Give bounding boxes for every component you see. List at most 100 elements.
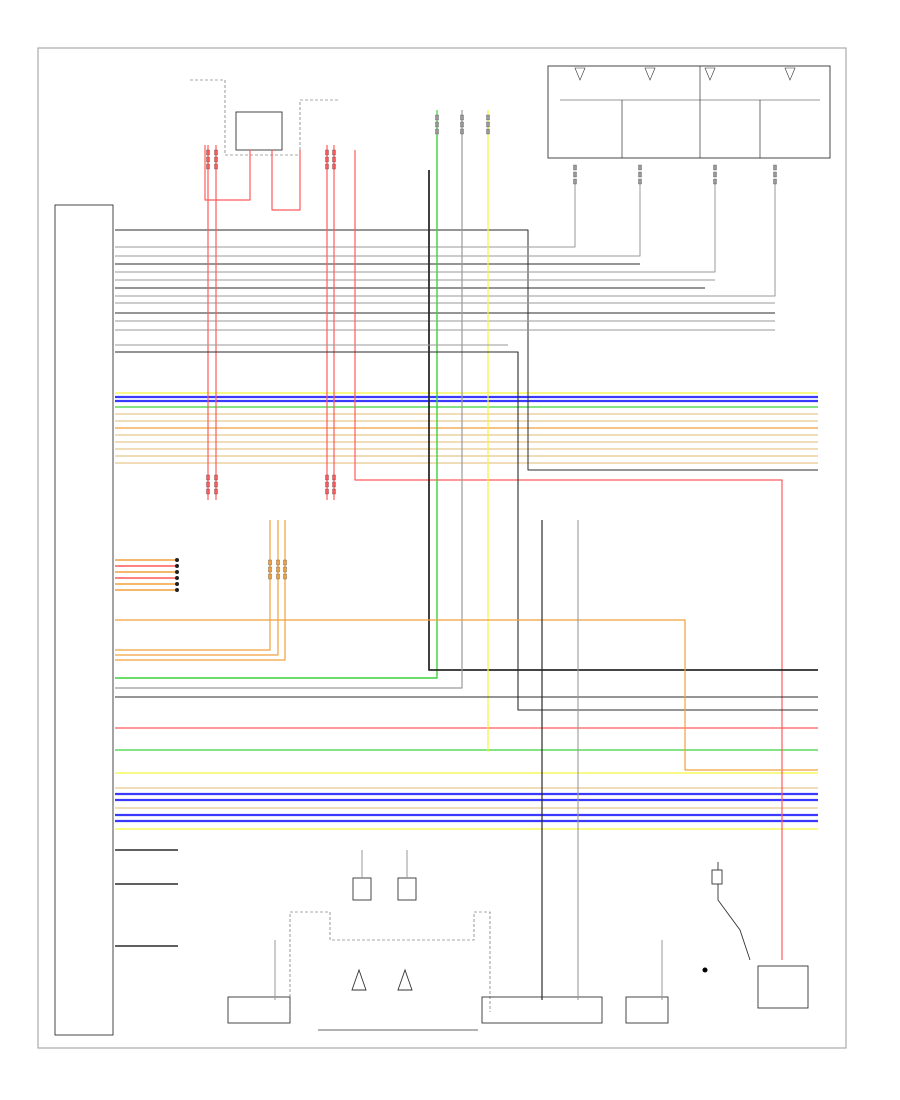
top-left-dashed-outline: [190, 79, 340, 156]
connector-pin: [214, 163, 218, 170]
connector-pin: [773, 164, 777, 171]
switch-link-wire: [717, 862, 751, 961]
connector-pin: [325, 488, 329, 495]
connector-pin: [773, 178, 777, 185]
connector-pin: [268, 559, 272, 566]
connector-pin: [460, 114, 464, 121]
plug-end-0: [175, 558, 179, 562]
connector-pin: [206, 163, 210, 170]
mirror-warning-triangle-b: [397, 968, 413, 991]
connector-pin: [283, 566, 287, 573]
connector-pin: [214, 474, 218, 481]
connector-pin: [573, 164, 577, 171]
diagram-frame: [37, 47, 847, 1049]
connector-pin: [283, 573, 287, 580]
connector-pin: [276, 566, 280, 573]
mirror-motor-a: [352, 877, 372, 901]
connector-pin: [435, 114, 439, 121]
connector-pin: [206, 474, 210, 481]
center-mirror-dashed-box: [289, 911, 491, 1012]
connector-pin: [283, 559, 287, 566]
wire-red-38: [204, 145, 251, 201]
memory-seat-module: [625, 996, 669, 1024]
connector-pin: [214, 481, 218, 488]
connector-pin: [486, 128, 490, 135]
connector-pin: [332, 488, 336, 495]
connector-pin: [486, 114, 490, 121]
memory-key-dot: [702, 967, 708, 973]
connector-pin: [460, 121, 464, 128]
wire-gray-29: [115, 180, 776, 297]
wire-red-40: [354, 150, 783, 960]
connector-pin: [276, 559, 280, 566]
connector-pin: [214, 488, 218, 495]
top-right-switch-panel: [547, 65, 831, 159]
connector-pin: [638, 171, 642, 178]
connector-pin: [486, 121, 490, 128]
connector-pin: [638, 164, 642, 171]
switch-key-box: [711, 869, 723, 885]
connector-pin: [332, 481, 336, 488]
connector-pin: [206, 156, 210, 163]
position-switch: [757, 965, 809, 1009]
wire-layer: [115, 135, 818, 1000]
connector-pin: [638, 178, 642, 185]
switch-panel-triangles: [574, 67, 796, 81]
mirror-motor-b: [397, 877, 417, 901]
connector-pin: [214, 149, 218, 156]
wire-orange-51: [115, 520, 286, 661]
left-mirror-module: [481, 996, 603, 1024]
connector-pin: [276, 573, 280, 580]
connector-pin: [214, 156, 218, 163]
connector-pin: [713, 171, 717, 178]
connector-pin: [268, 566, 272, 573]
mirror-warning-triangle-a: [351, 968, 367, 991]
connector-pin: [713, 178, 717, 185]
connector-pin: [332, 149, 336, 156]
wire-dark-22: [115, 229, 818, 471]
plug-end-3: [175, 576, 179, 580]
plug-end-2: [175, 570, 179, 574]
connector-pin: [268, 573, 272, 580]
connector-pin: [435, 121, 439, 128]
connector-pin: [435, 128, 439, 135]
top-relay-box: [235, 111, 283, 151]
wire-gray-26: [115, 180, 716, 273]
top-components: [190, 65, 831, 159]
connector-pin: [773, 171, 777, 178]
connector-pin: [713, 164, 717, 171]
switch-panel-dividers: [560, 66, 820, 158]
connector-pin: [325, 474, 329, 481]
connector-pin: [206, 149, 210, 156]
connector-pin: [206, 481, 210, 488]
wire-green-41: [115, 135, 438, 679]
connector-pin: [325, 156, 329, 163]
connector-pin: [206, 488, 210, 495]
plug-end-4: [175, 582, 179, 586]
connector-pin: [332, 474, 336, 481]
connector-pin: [573, 178, 577, 185]
wire-dark-45: [115, 351, 818, 711]
connector-pin: [325, 163, 329, 170]
wire-dark-42: [428, 170, 818, 671]
wire-gray-23: [115, 180, 576, 248]
wire-orange-50: [115, 520, 279, 656]
bottom-components: [227, 862, 809, 1031]
wire-gray-43: [115, 135, 463, 689]
wire-red-39: [271, 150, 301, 211]
plug-end-1: [175, 564, 179, 568]
right-mirror-module: [227, 996, 291, 1024]
plug-end-5: [175, 588, 179, 592]
connector-pin: [460, 128, 464, 135]
pin-layer: [175, 114, 777, 592]
wire-orange-49: [115, 520, 271, 651]
connector-pin: [332, 163, 336, 170]
connector-pin: [332, 156, 336, 163]
main-control-module: [54, 204, 114, 1036]
connector-pin: [325, 481, 329, 488]
wire-orange-48: [115, 619, 818, 771]
wire-gray-24: [115, 180, 641, 257]
connector-pin: [573, 171, 577, 178]
connector-pin: [325, 149, 329, 156]
